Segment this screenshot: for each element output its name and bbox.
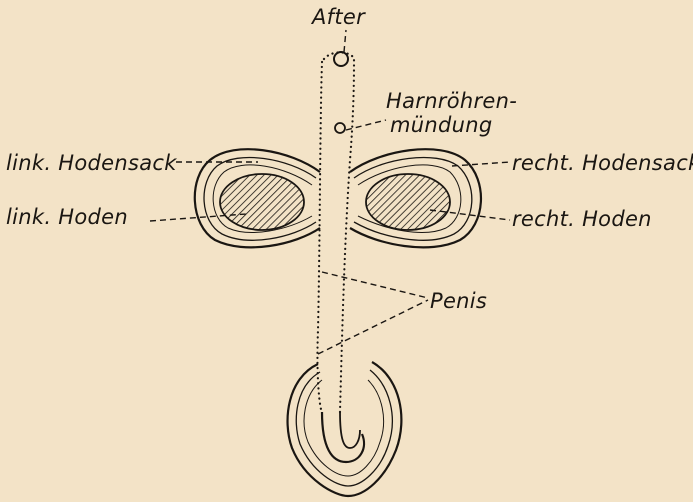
- label-after: After: [310, 5, 366, 29]
- left-testis: [220, 174, 304, 230]
- label-link-hodensack: link. Hodensack: [6, 151, 177, 175]
- right-testis: [366, 174, 450, 230]
- recht-hodensack-leader: [452, 162, 510, 166]
- label-penis: Penis: [430, 289, 487, 313]
- after-leader: [344, 30, 346, 52]
- label-harnroehren-1: Harnröhren-: [386, 89, 517, 113]
- anus-circle: [334, 52, 348, 66]
- penis-leader-upper: [322, 272, 428, 298]
- penis-leader-lower: [318, 300, 428, 354]
- glans: [288, 362, 402, 496]
- label-recht-hoden: recht. Hoden: [512, 207, 652, 231]
- label-recht-hodensack: recht. Hodensack: [512, 151, 693, 175]
- penis-outline: [317, 52, 354, 412]
- label-harnroehren-2: mündung: [390, 113, 492, 137]
- urethral-opening: [335, 123, 345, 133]
- label-link-hoden: link. Hoden: [6, 205, 128, 229]
